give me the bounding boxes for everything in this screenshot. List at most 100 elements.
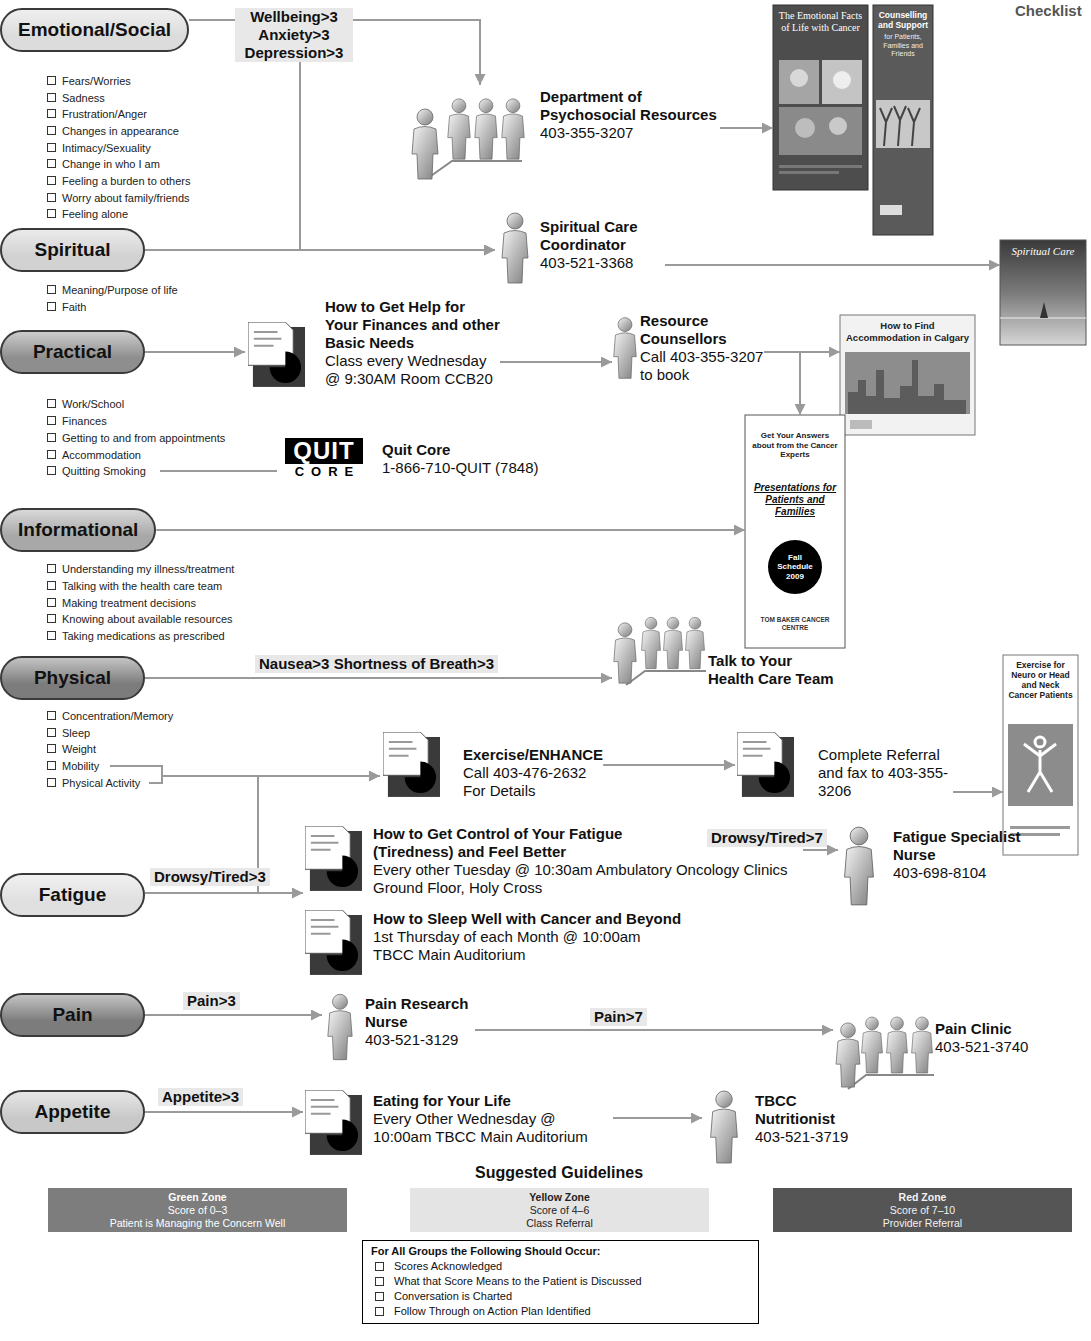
- resource-node: Resource CounsellorsCall 403-355-3207 to…: [612, 312, 764, 384]
- checkbox: [47, 76, 56, 85]
- handout-icons: [305, 1090, 362, 1155]
- checklist-item: Talking with the health care team: [62, 579, 222, 593]
- zone-box: Green ZoneScore of 0–3Patient is Managin…: [48, 1188, 347, 1232]
- handout-icons: [305, 910, 362, 975]
- resource-node: How to Sleep Well with Cancer and Beyond…: [303, 908, 681, 964]
- checkbox: [47, 143, 56, 152]
- people-icons: [711, 1091, 738, 1163]
- checklist-item: Meaning/Purpose of life: [62, 283, 178, 297]
- resource-title: Spiritual Care Coordinator: [540, 218, 665, 254]
- people-icons: [626, 671, 706, 685]
- zone-box: Red ZoneScore of 7–10Provider Referral: [773, 1188, 1072, 1232]
- brochure-text: How to Find Accommodation in Calgary: [845, 320, 970, 343]
- connector-arrow: [953, 791, 1003, 793]
- people-icons: [412, 109, 438, 179]
- brochure-art: [1040, 302, 1048, 318]
- zone-text: Score of 0–3: [168, 1204, 228, 1217]
- people-icons: [475, 99, 497, 159]
- people-icons: [845, 827, 874, 905]
- brochure-art: [840, 315, 975, 435]
- resource-title: Pain Research Nurse: [365, 995, 475, 1031]
- brochure-art: [876, 100, 930, 148]
- people-icons: [328, 994, 352, 1059]
- connector-arrow: [145, 351, 245, 353]
- checkbox: [47, 598, 56, 607]
- brochure-cover: Get Your Answers about from the Cancer E…: [745, 415, 845, 648]
- checklist-item: Work/School: [62, 397, 124, 411]
- logo-text: CORE: [288, 464, 361, 479]
- zone-text: Score of 4–6: [530, 1204, 590, 1217]
- resource-detail: Call 403-476-2632 For Details: [463, 764, 591, 800]
- brochure-cover: Counselling and Supportfor Patients, Fam…: [873, 5, 933, 235]
- connector-arrow: [145, 677, 612, 679]
- checklist-item: Intimacy/Sexuality: [62, 141, 151, 155]
- brochure-art: [845, 352, 970, 414]
- checkbox: [47, 109, 56, 118]
- resource-title: TBCC Nutritionist: [755, 1092, 855, 1128]
- checkbox: [47, 93, 56, 102]
- checklist-item: Physical Activity: [62, 776, 140, 790]
- people-icons: [428, 161, 522, 178]
- connector-arrow: [720, 127, 773, 129]
- resource-title: Exercise/ENHANCE: [463, 746, 603, 764]
- checkbox: [47, 159, 56, 168]
- checklist-row: Scores Acknowledged: [371, 1259, 750, 1274]
- brochure-art: [790, 69, 808, 87]
- resource-node: Pain Clinic403-521-3740: [833, 1020, 1028, 1056]
- people-icons: [862, 1017, 883, 1073]
- pill-label: Informational: [18, 510, 138, 550]
- resource-detail: 403-521-3129: [365, 1031, 475, 1049]
- checklist-row: Follow Through on Action Plan Identified: [371, 1304, 750, 1319]
- brochure-text: The Emotional Facts of Life with Cancer: [778, 10, 863, 34]
- checklist-item: Making treatment decisions: [62, 596, 196, 610]
- connector-arrow: [603, 764, 735, 766]
- connector-arrow: [764, 352, 800, 415]
- connector-arrow: [156, 529, 745, 531]
- category-pill: Fatigue: [0, 873, 145, 917]
- category-pill: Physical: [0, 656, 145, 700]
- brochure-text: Spiritual Care: [1004, 245, 1082, 258]
- resource-title: Talk to Your Health Care Team: [708, 652, 840, 688]
- brochure-art: [795, 118, 815, 138]
- pill-label: Fatigue: [18, 875, 127, 915]
- connector-arrow: [145, 776, 380, 893]
- checkbox: [47, 711, 56, 720]
- brochure-art: [1003, 655, 1078, 855]
- checkbox: [47, 209, 56, 218]
- zone-box: Yellow ZoneScore of 4–6Class Referral: [410, 1188, 709, 1232]
- brochure-text: Presentations for Patients and Families: [750, 482, 840, 518]
- checklist-title: For All Groups the Following Should Occu…: [371, 1244, 750, 1259]
- checklist-item: Accommodation: [62, 448, 141, 462]
- pill-label: Emotional/Social: [18, 10, 171, 50]
- brochure-art: [779, 60, 819, 104]
- category-pill: Informational: [0, 508, 156, 552]
- corner-heading: Checklist: [1015, 2, 1082, 19]
- checklist-item: Follow Through on Action Plan Identified: [394, 1304, 591, 1319]
- people-icons: [502, 213, 528, 283]
- checklist-item: Concentration/Memory: [62, 709, 173, 723]
- category-pill: Emotional/Social: [0, 8, 189, 52]
- brochure-art: [745, 5, 1086, 855]
- checkbox: [375, 1262, 384, 1271]
- checklist-item: Feeling alone: [62, 207, 128, 221]
- checkbox: [47, 126, 56, 135]
- resource-node: Department of Psychosocial Resources403-…: [410, 85, 720, 180]
- brochure-art: [880, 205, 902, 215]
- checklist-item: Changes in appearance: [62, 124, 179, 138]
- resource-node: Spiritual Care Coordinator403-521-3368: [495, 218, 665, 272]
- connector-arrow: [145, 1014, 322, 1016]
- brochure-cover: Spiritual Care: [1000, 240, 1086, 345]
- resource-node: Eating for Your LifeEvery Other Wednesda…: [303, 1092, 613, 1146]
- pill-label: Spiritual: [18, 230, 127, 270]
- checklist-item: Scores Acknowledged: [394, 1259, 502, 1274]
- resource-title: How to Get Control of Your Fatigue (Tire…: [373, 825, 648, 861]
- zone-text: Class Referral: [526, 1217, 593, 1230]
- brochure-art: [1000, 240, 1086, 345]
- checklist-item: Weight: [62, 742, 96, 756]
- zone-text: Green Zone: [168, 1191, 226, 1204]
- brochure-text: for Patients, Families and Friends: [877, 33, 929, 59]
- resource-detail: Every Other Wednesday @ 10:00am TBCC Mai…: [373, 1110, 613, 1146]
- people-icons: [614, 318, 637, 379]
- brochure-text: Get Your Answers about from the Cancer E…: [750, 431, 840, 460]
- edge-label: Appetite>3: [158, 1088, 243, 1106]
